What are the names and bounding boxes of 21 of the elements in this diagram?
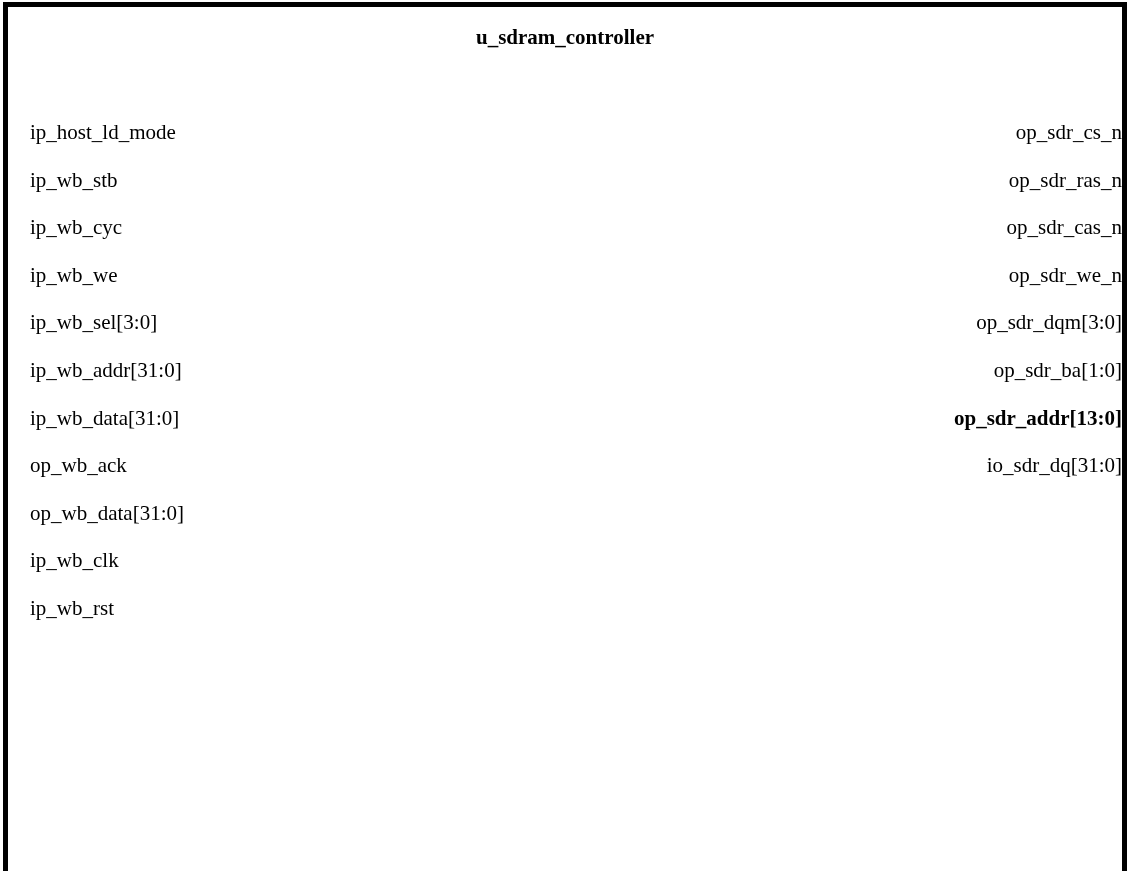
input-port-name: ip_host_ld_mode <box>30 120 176 146</box>
input-port-name: ip_wb_we <box>30 262 118 288</box>
output-port-name: io_sdr_dq[31:0] <box>986 453 1122 479</box>
input-port-name: op_wb_data[31:0] <box>30 500 184 526</box>
output-port-name: op_sdr_cs_n <box>1015 120 1122 146</box>
output-port-name: op_sdr_cas_n <box>1006 215 1122 241</box>
output-port-name: op_sdr_ba[1:0] <box>993 358 1122 384</box>
output-port-name: op_sdr_we_n <box>1008 262 1122 288</box>
input-port-name: ip_wb_rst <box>30 596 114 622</box>
input-port-name: ip_wb_stb <box>30 167 118 193</box>
output-port-name: op_sdr_ras_n <box>1008 167 1122 193</box>
output-port-name: op_sdr_dqm[3:0] <box>976 310 1122 336</box>
input-port-name: ip_wb_sel[3:0] <box>30 310 158 336</box>
input-port-name: op_wb_ack <box>30 453 127 479</box>
input-port-name: ip_wb_addr[31:0] <box>30 358 182 384</box>
input-port-name: ip_wb_cyc <box>30 215 123 241</box>
module-block <box>3 2 1127 871</box>
input-port-name: ip_wb_data[31:0] <box>30 405 180 431</box>
output-port-name: op_sdr_addr[13:0] <box>954 405 1122 431</box>
module-name: u_sdram_controller <box>475 25 655 51</box>
input-port-name: ip_wb_clk <box>30 548 119 574</box>
